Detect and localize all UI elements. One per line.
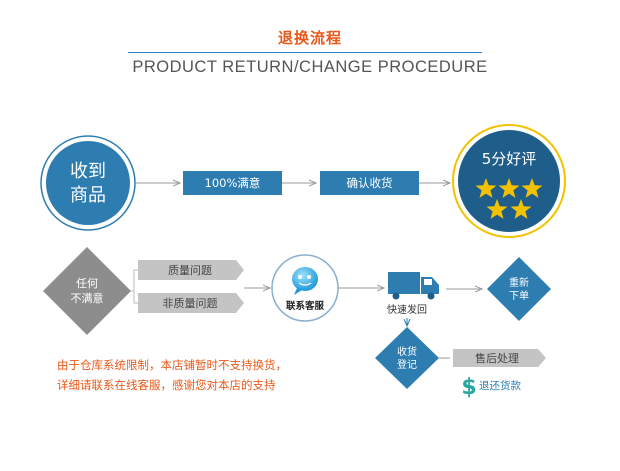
receive-register-diamond: 收货 登记 (375, 327, 439, 389)
connector-quality (131, 269, 138, 292)
truck-icon (388, 272, 439, 300)
star-icon (486, 199, 508, 219)
receive-line2: 登记 (397, 358, 417, 371)
five-star-rating (475, 178, 543, 219)
unsatisfied-line2: 不满意 (71, 291, 104, 305)
chat-bubble-icon (292, 267, 318, 295)
start-node: 收到 商品 (40, 135, 136, 231)
receive-line1: 收货 (397, 345, 417, 358)
contact-service-node[interactable]: 联系客服 (271, 254, 339, 322)
tag-non-quality-issue: 非质量问题 (138, 293, 244, 313)
title-divider (128, 52, 482, 53)
unsatisfied-diamond: 任何 不满意 (43, 247, 131, 335)
refund-label: 退还货款 (479, 379, 521, 392)
step-satisfied: 100%满意 (183, 171, 282, 195)
rating-node: 5分好评 (452, 124, 566, 238)
unsatisfied-line1: 任何 (76, 277, 98, 290)
notice-line2: 详细请联系在线客服，感谢您对本店的支持 (57, 378, 276, 392)
start-node-line1: 收到 (70, 161, 106, 182)
title-english: PRODUCT RETURN/CHANGE PROCEDURE (132, 58, 488, 76)
star-icon (498, 178, 520, 198)
step-confirm-label: 确认收货 (347, 176, 393, 190)
contact-service-label: 联系客服 (286, 300, 325, 312)
rating-label: 5分好评 (482, 150, 537, 168)
step-confirm-receipt: 确认收货 (320, 171, 419, 195)
after-sales-tag: 售后处理 (453, 349, 546, 367)
dollar-icon: $ (461, 375, 476, 400)
start-node-line2: 商品 (70, 185, 106, 206)
step-satisfied-label: 100%满意 (205, 176, 261, 190)
notice-line1: 由于仓库系统限制，本店铺暂时不支持换货， (57, 358, 287, 372)
after-sales-label: 售后处理 (475, 351, 519, 365)
star-icon (521, 178, 543, 198)
tag-quality-label: 质量问题 (168, 264, 212, 277)
connector-nonquality (133, 291, 138, 304)
reorder-line2: 下单 (509, 290, 529, 302)
star-icon (510, 199, 532, 219)
reorder-line1: 重新 (509, 276, 529, 289)
ship-back-label: 快速发回 (387, 303, 427, 316)
star-icon (475, 178, 497, 198)
tag-quality-issue: 质量问题 (138, 260, 244, 280)
notice-text: 由于仓库系统限制，本店铺暂时不支持换货， 详细请联系在线客服，感谢您对本店的支持 (57, 355, 287, 395)
title-chinese: 退换流程 (277, 29, 342, 47)
tag-nonquality-label: 非质量问题 (163, 297, 218, 310)
reorder-diamond: 重新 下单 (487, 257, 551, 321)
